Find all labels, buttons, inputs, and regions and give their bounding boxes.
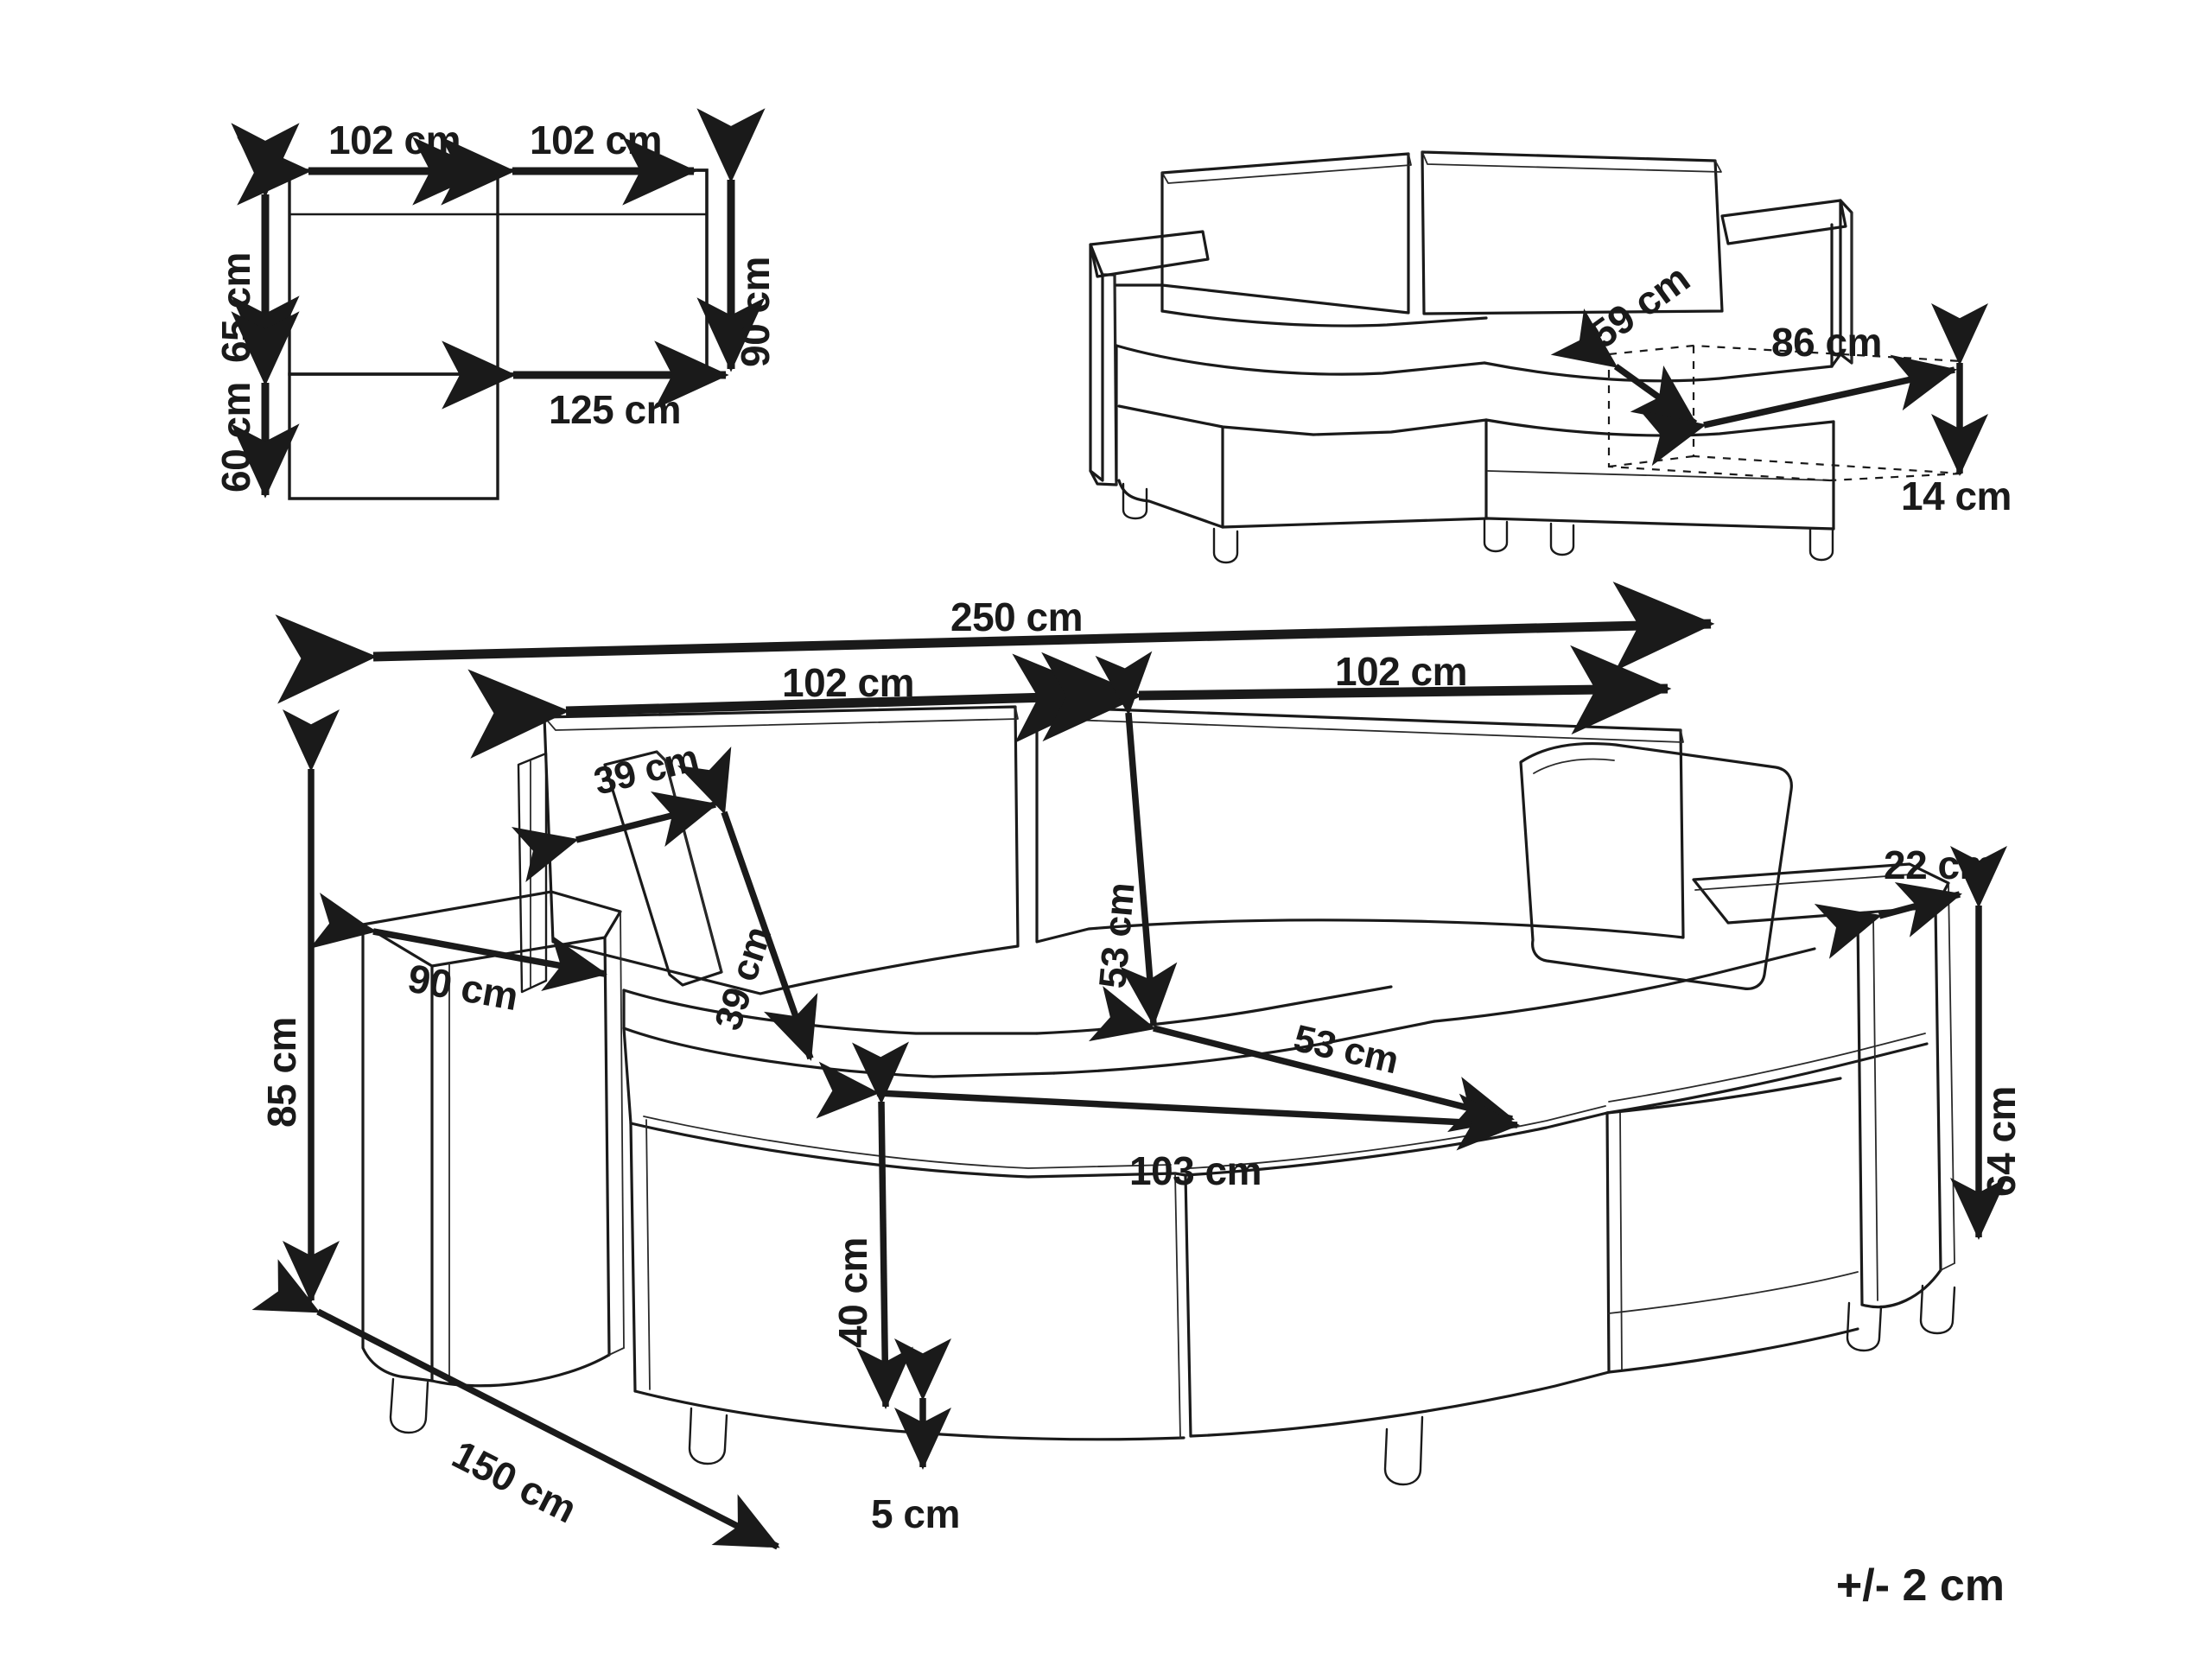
dim-module-14: 14 cm xyxy=(1901,303,2012,518)
dim-label-plan-125: 125 cm xyxy=(549,387,681,432)
dim-main-40: 40 cm xyxy=(830,1041,914,1409)
dim-label-plan-102-right: 102 cm xyxy=(530,118,662,162)
dim-label-plan-102-left: 102 cm xyxy=(328,118,461,162)
dim-label-plan-65: 65 cm xyxy=(213,252,258,363)
dim-label-main-85: 85 cm xyxy=(259,1017,304,1128)
dim-label-plan-60: 60 cm xyxy=(213,382,258,493)
dim-main-53-vertical: 53 cm xyxy=(1091,651,1178,1027)
dim-main-250: 250 cm xyxy=(275,582,1715,704)
dim-main-102-right: 102 cm xyxy=(1041,645,1672,742)
dim-label-main-22: 22 cm xyxy=(1884,842,1994,887)
dim-label-module-86: 86 cm xyxy=(1771,320,1882,365)
dim-label-main-250: 250 cm xyxy=(950,594,1083,639)
dim-main-103: 103 cm xyxy=(816,1061,1520,1193)
dim-label-main-64: 64 cm xyxy=(1979,1086,2024,1197)
dim-plan-90: 90 cm xyxy=(696,108,778,372)
dim-label-main-40: 40 cm xyxy=(830,1237,875,1348)
dim-label-plan-90: 90 cm xyxy=(733,257,778,367)
dim-label-main-5: 5 cm xyxy=(871,1491,960,1536)
dim-label-main-102-right: 102 cm xyxy=(1335,649,1467,694)
module-perspective-view: 59 cm 86 cm 14 cm xyxy=(1089,150,2012,564)
dim-label-main-53-vertical: 53 cm xyxy=(1091,881,1142,990)
dim-plan-102-right: 102 cm xyxy=(441,118,697,206)
dim-main-102-left: 102 cm xyxy=(467,653,1115,759)
dim-label-module-14: 14 cm xyxy=(1901,474,2012,518)
dim-main-5: 5 cm xyxy=(871,1338,960,1536)
dim-module-86: 86 cm xyxy=(1639,320,1957,467)
dim-main-64: 64 cm xyxy=(1950,846,2024,1241)
dim-label-main-102-left: 102 cm xyxy=(782,660,914,705)
module-sofa-illustration xyxy=(1089,150,1963,564)
plan-view: 102 cm 102 cm 65 cm 60 cm 90 cm 125 cm xyxy=(213,108,778,500)
dim-plan-125: 125 cm xyxy=(442,340,729,432)
tolerance-note: +/- 2 cm xyxy=(1836,1560,2005,1611)
dim-plan-60: 60 cm xyxy=(213,311,300,499)
dim-label-main-103: 103 cm xyxy=(1129,1148,1262,1193)
dim-main-85: 85 cm xyxy=(259,709,340,1304)
